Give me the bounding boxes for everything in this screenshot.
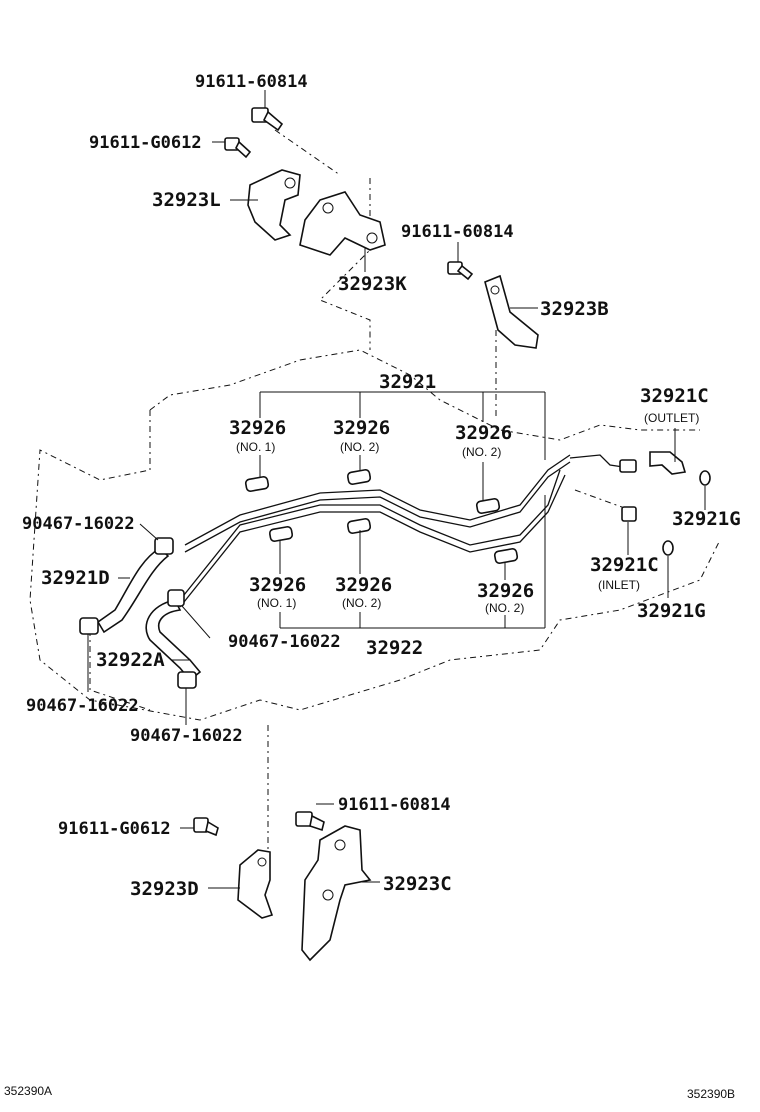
- label-bracket-32923l: 32923L: [152, 189, 221, 211]
- plug-32921g-upper: [699, 470, 711, 486]
- label-bolt-top-1: 91611-60814: [195, 72, 308, 92]
- leader-lines: [87, 90, 706, 889]
- label-grommet-5: 32926: [335, 574, 392, 596]
- fitting-32921c-outlet: [619, 451, 687, 475]
- label-bolt-top-2: 91611-G0612: [89, 133, 202, 153]
- bolt-91611-60814-top: [251, 107, 284, 132]
- bolt-91611-60814-mid: [447, 261, 474, 281]
- label-bracket-32923b: 32923B: [540, 298, 609, 320]
- label-grommet-3: 32926: [455, 422, 512, 444]
- label-bolt-mid: 91611-60814: [401, 222, 514, 242]
- label-grommet-6-sub: (NO. 2): [485, 601, 524, 615]
- label-grommet-3-sub: (NO. 2): [462, 445, 501, 459]
- label-grommet-2: 32926: [333, 417, 390, 439]
- bracket-32923k: [299, 191, 386, 256]
- grommet-32926-upper-1: [244, 476, 270, 492]
- fitting-32921c-inlet: [621, 506, 637, 522]
- label-bolt-bottom-2: 91611-G0612: [58, 819, 171, 839]
- bolt-91611-60814-bottom: [295, 811, 325, 832]
- grommet-32926-lower-2: [346, 518, 372, 534]
- label-clamp-4: 90467-16022: [130, 726, 243, 746]
- label-grommet-5-sub: (NO. 2): [342, 596, 381, 610]
- label-pipe-32922: 32922: [366, 637, 423, 659]
- grommet-32926-lower-3: [493, 548, 519, 564]
- bolt-91611-g0612-top: [224, 137, 252, 159]
- label-hose-32922a: 32922A: [96, 649, 165, 671]
- footer-right-code: 352390B: [687, 1087, 735, 1101]
- grommet-32926-lower-1: [268, 526, 294, 542]
- label-grommet-1-sub: (NO. 1): [236, 440, 275, 454]
- label-clamp-3: 90467-16022: [26, 696, 139, 716]
- label-bracket-32923d: 32923D: [130, 878, 199, 900]
- label-bracket-32923k: 32923K: [338, 273, 407, 295]
- label-inlet-32921c: 32921C: [590, 554, 659, 576]
- label-inlet-sub: (INLET): [598, 578, 640, 592]
- grommet-32926-upper-3: [475, 498, 501, 514]
- bracket-32923d: [237, 849, 274, 919]
- label-outlet-32921c: 32921C: [640, 385, 709, 407]
- bolt-91611-g0612-bottom: [193, 817, 219, 837]
- grommet-32926-upper-2: [346, 469, 372, 485]
- bracket-32923b: [484, 274, 539, 349]
- label-outlet-sub: (OUTLET): [644, 411, 699, 425]
- label-clamp-2: 90467-16022: [228, 632, 341, 652]
- label-hose-32921d: 32921D: [41, 567, 110, 589]
- bracket-32923l: [247, 169, 301, 241]
- clamp-90467-1: [154, 537, 174, 555]
- label-plug-32921g-lower: 32921G: [637, 600, 706, 622]
- clamp-90467-2: [167, 589, 185, 607]
- label-pipe-32921: 32921: [379, 371, 436, 393]
- plug-32921g-lower: [662, 540, 674, 556]
- label-clamp-1: 90467-16022: [22, 514, 135, 534]
- clamp-90467-4: [177, 671, 197, 689]
- label-bolt-bottom-1: 91611-60814: [338, 795, 451, 815]
- label-grommet-6: 32926: [477, 580, 534, 602]
- hose-32921d: [96, 546, 170, 634]
- footer-left-code: 352390A: [4, 1084, 52, 1098]
- pipe-assembly: [179, 454, 631, 608]
- clamp-90467-3: [79, 617, 99, 635]
- bracket-32923c: [301, 825, 372, 962]
- label-plug-32921g-upper: 32921G: [672, 508, 741, 530]
- label-grommet-4: 32926: [249, 574, 306, 596]
- label-grommet-1: 32926: [229, 417, 286, 439]
- label-grommet-2-sub: (NO. 2): [340, 440, 379, 454]
- label-bracket-32923c: 32923C: [383, 873, 452, 895]
- label-grommet-4-sub: (NO. 1): [257, 596, 296, 610]
